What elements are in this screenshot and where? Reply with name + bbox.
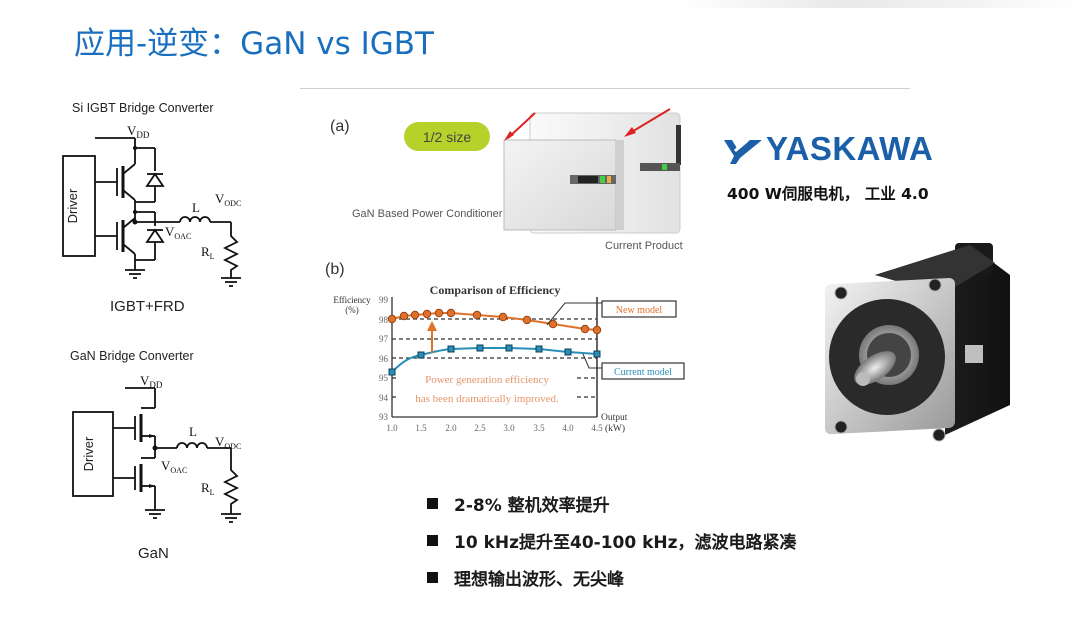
svg-text:96: 96 <box>379 354 389 364</box>
gan-bridge-schematic: Driver VDD L VODC VOAC RL <box>72 373 241 523</box>
current-product-label: Current Product <box>605 240 683 252</box>
svg-text:Comparison of Efficiency: Comparison of Efficiency <box>430 283 561 297</box>
svg-text:95: 95 <box>379 373 389 383</box>
top-decoration <box>680 0 1080 8</box>
gan-product-label: GaN Based Power Conditioner <box>352 208 503 220</box>
svg-text:(%): (%) <box>345 305 359 315</box>
igbt-bridge-schematic: Driver VDD L VODC VOAC RL <box>62 123 241 287</box>
efficiency-chart: Comparison of Efficiency Efficiency (%) … <box>333 283 685 434</box>
svg-text:2.0: 2.0 <box>445 423 457 433</box>
svg-text:Output: Output <box>601 413 628 423</box>
svg-text:94: 94 <box>379 393 389 403</box>
svg-text:VDD: VDD <box>127 123 150 140</box>
svg-text:98: 98 <box>379 315 389 325</box>
svg-text:97: 97 <box>379 334 389 344</box>
svg-text:99: 99 <box>379 295 389 305</box>
benefit-item: 10 kHz提升至40-100 kHz，滤波电路紧凑 <box>427 522 797 559</box>
gan-heading: GaN Bridge Converter <box>70 349 194 363</box>
svg-text:2.5: 2.5 <box>474 423 486 433</box>
panel-b-label: (b) <box>325 261 345 278</box>
panel-a-label: (a) <box>330 118 350 135</box>
svg-text:New model: New model <box>616 305 663 316</box>
svg-text:4.5: 4.5 <box>591 423 603 433</box>
driver-block <box>72 411 114 497</box>
svg-text:93: 93 <box>379 412 389 422</box>
servo-motor-photo <box>825 243 1010 442</box>
square-bullet-icon <box>427 535 438 546</box>
yaskawa-logo-icon <box>724 140 762 164</box>
igbt-heading: Si IGBT Bridge Converter <box>72 101 214 115</box>
svg-text:3.5: 3.5 <box>533 423 545 433</box>
igbt-caption: IGBT+FRD <box>110 298 185 315</box>
power-conditioner-photo <box>503 108 681 234</box>
svg-text:Power generation efficiency: Power generation efficiency <box>425 374 549 386</box>
driver-block <box>62 155 96 257</box>
square-bullet-icon <box>427 572 438 583</box>
square-bullet-icon <box>427 498 438 509</box>
svg-text:VODC: VODC <box>215 434 241 451</box>
svg-text:Driver: Driver <box>65 188 80 223</box>
svg-text:L: L <box>189 424 197 439</box>
half-size-badge: 1/2 size <box>404 122 490 151</box>
svg-text:1.0: 1.0 <box>386 423 398 433</box>
svg-text:Efficiency: Efficiency <box>333 295 371 305</box>
svg-text:(kW): (kW) <box>605 423 625 434</box>
svg-text:4.0: 4.0 <box>562 423 574 433</box>
svg-text:Driver: Driver <box>81 436 96 471</box>
svg-text:3.0: 3.0 <box>503 423 515 433</box>
svg-text:VOAC: VOAC <box>165 224 191 241</box>
yaskawa-brand: YASKAWA <box>766 130 934 167</box>
svg-text:VDD: VDD <box>140 373 163 390</box>
svg-text:has been dramatically improved: has been dramatically improved. <box>415 393 559 405</box>
title-divider <box>300 88 910 89</box>
benefit-item: 理想输出波形、无尖峰 <box>427 559 797 596</box>
svg-text:L: L <box>192 200 200 215</box>
gan-caption: GaN <box>138 545 169 562</box>
svg-text:1.5: 1.5 <box>415 423 427 433</box>
benefit-list: 2-8% 整机效率提升 10 kHz提升至40-100 kHz，滤波电路紧凑 理… <box>427 485 797 596</box>
svg-text:RL: RL <box>201 244 215 261</box>
slide-title: 应用-逆变：GaN vs IGBT <box>74 26 434 62</box>
svg-text:Current model: Current model <box>614 367 672 378</box>
brand-subtitle: 400 W伺服电机， 工业 4.0 <box>727 185 929 203</box>
svg-text:VODC: VODC <box>215 191 241 208</box>
svg-text:VOAC: VOAC <box>161 458 187 475</box>
benefit-item: 2-8% 整机效率提升 <box>427 485 797 522</box>
svg-text:RL: RL <box>201 480 215 497</box>
